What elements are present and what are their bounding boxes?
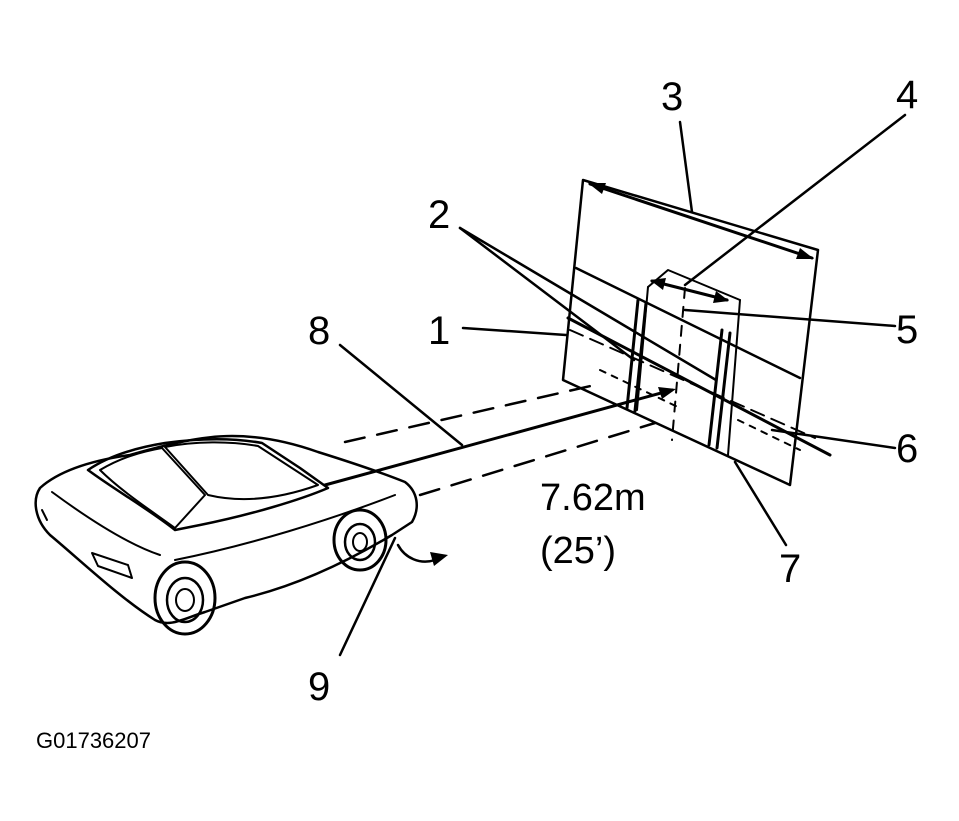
callout-7: 7 [779,547,801,591]
rear-window [99,447,206,529]
screen-width-arrow-right [796,248,814,259]
rotation-arrowhead [430,552,448,566]
lamp-spacing-arrow-left [650,278,666,290]
screen-width-line [588,182,814,260]
right-lamp-line-b [715,331,732,450]
screen-width-dimension [588,182,814,260]
side-window [164,441,319,501]
callout-5: 5 [896,308,918,352]
callout-9: 9 [308,665,330,709]
rear-wheel [153,560,217,636]
aiming-screen [561,178,832,487]
leader-lines [338,113,907,657]
callout-1: 1 [428,309,450,353]
left-lamp-line-a [625,298,640,410]
vehicle [34,434,418,636]
callout-2: 2 [428,193,450,237]
leader-1 [461,326,568,337]
screen-upper-line [574,266,802,380]
upper-dashed-beam [343,383,597,444]
lower-dashed-beam [418,421,657,497]
rear-deck-line [51,491,161,556]
rotation-arc [396,543,437,563]
screen-right-dashes [737,419,801,451]
leader-3 [678,120,694,214]
front-wheel [332,508,388,572]
screen-outline [561,178,820,487]
leader-2a [458,226,636,362]
leader-8 [338,343,464,447]
solid-beam-arrow [658,387,676,399]
front-hub [343,522,377,562]
front-hub-center [352,532,368,552]
rear-tire [153,560,217,636]
leader-2b [458,226,718,382]
leader-5 [683,308,897,328]
callout-6: 6 [896,427,918,471]
tail-lamp [91,552,133,579]
left-lamp-line-b [633,301,648,413]
horizontal-centerline-dashed [569,329,816,439]
lamp-spacing-line [650,279,729,302]
leader-7 [733,460,788,547]
screen-width-arrow-left [588,183,606,194]
callout-8: 8 [308,309,330,353]
callout-labels: 1 2 3 4 5 6 7 8 9 [308,73,918,709]
center-band-right [727,299,741,456]
figure-code: G01736207 [36,728,151,753]
leader-4 [683,113,907,287]
distance-imperial: (25’) [540,530,616,572]
beam-lines [323,383,676,497]
callout-3: 3 [661,75,683,119]
distance-metric: 7.62m [540,477,646,519]
right-lamp-line-a [707,328,724,447]
rear-hub [165,576,205,624]
vehicle-centerline [671,287,686,441]
front-tire [332,508,388,572]
lamp-spacing-arrow-right [713,291,729,303]
leader-9 [338,536,397,657]
vehicle-roof [86,438,330,532]
distance-label: 7.62m (25’) [540,477,646,572]
screen-low-dashes [599,369,681,409]
leader-6 [770,428,897,450]
rear-marker [41,509,48,521]
rear-hub-center [175,588,195,612]
body-crease [174,494,396,561]
lamp-spacing-dimension [650,278,729,303]
tire-rotation-arrow [396,543,448,566]
callout-4: 4 [896,73,918,117]
vehicle-body [34,434,418,625]
solid-beam-line [323,388,674,487]
